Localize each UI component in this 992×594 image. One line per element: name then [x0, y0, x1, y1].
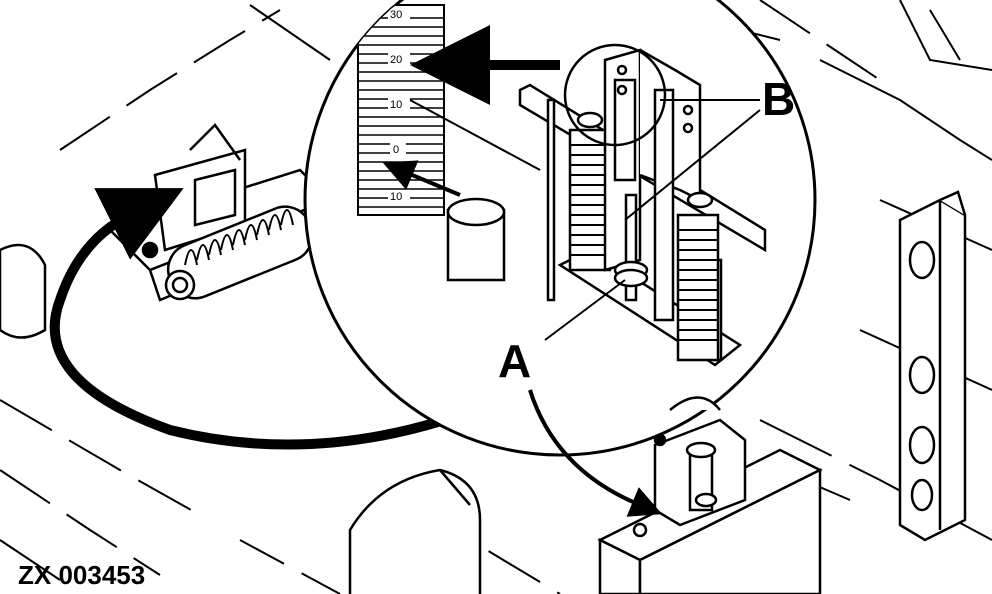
spring-bracket-detail [518, 43, 767, 367]
perforated-strip [898, 190, 967, 542]
scale-pointer-arrow [382, 160, 461, 197]
spring-assembly [0, 123, 333, 339]
lower-bracket [597, 396, 823, 594]
detail-contents: 30 20 10 0 10 [357, 4, 767, 367]
scale-tick-label: 0 [393, 144, 399, 156]
callout-a: A [498, 335, 531, 387]
scale-tick-label: 30 [390, 9, 402, 21]
scale-tick-label: 20 [390, 54, 402, 66]
curved-arrow-left [49, 188, 502, 450]
scale-tick-label: 10 [390, 99, 402, 111]
rod-cylinder [446, 197, 506, 282]
figure-reference: ZX 003453 [18, 560, 145, 590]
curved-arrow-right [528, 389, 663, 517]
callout-b: B [762, 73, 795, 125]
bottom-part [348, 468, 482, 594]
leader-lines [544, 99, 761, 341]
scale-tick-labels: 30 20 10 0 10 [388, 8, 410, 203]
scale-tick-label: 10 [390, 191, 402, 203]
